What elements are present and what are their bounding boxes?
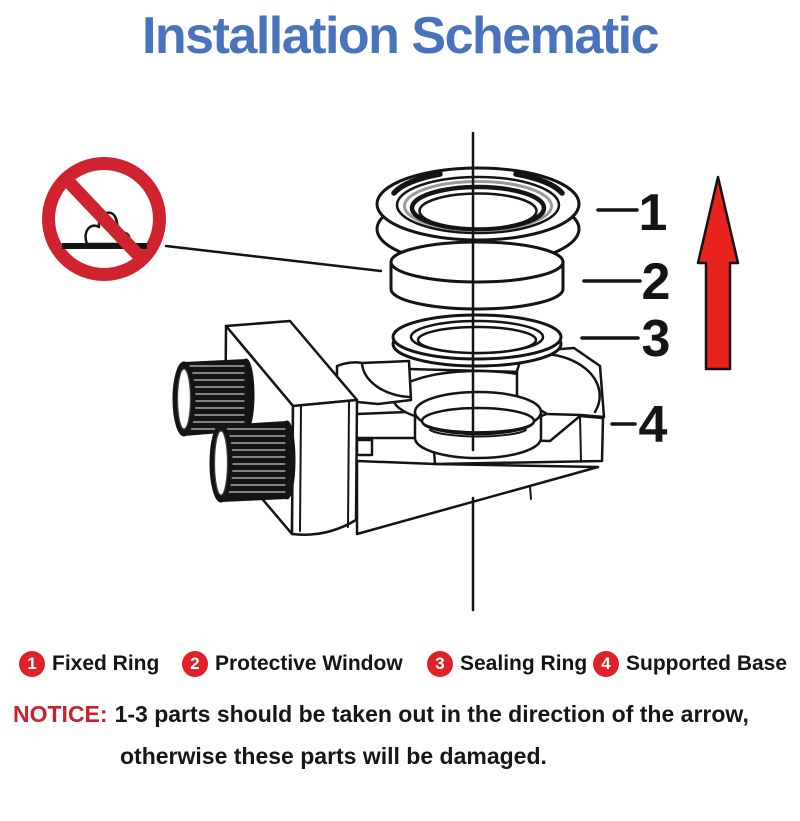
notice-block: NOTICE:1-3 parts should be taken out in … [13, 701, 793, 770]
adjustment-knob-top [172, 358, 255, 437]
notice-line-2: otherwise these parts will be damaged. [120, 743, 547, 770]
callout-number-3: 3 [642, 310, 671, 368]
legend-item-protective-window: 2 Protective Window [182, 651, 403, 677]
parts-legend: 1 Fixed Ring 2 Protective Window 3 Seali… [0, 651, 800, 681]
adjustment-knob-bottom [209, 420, 296, 503]
legend-item-sealing-ring: 3 Sealing Ring [427, 651, 587, 677]
legend-badge-4: 4 [593, 651, 619, 677]
legend-label-1: Fixed Ring [52, 652, 160, 675]
legend-label-4: Supported Base [626, 652, 788, 675]
legend-label-2: Protective Window [215, 652, 403, 675]
legend-item-supported-base: 4 Supported Base [593, 651, 787, 677]
notice-label: NOTICE: [13, 701, 108, 727]
legend-badge-2: 2 [182, 651, 208, 677]
page-title: Installation Schematic [141, 7, 660, 65]
notice-line-1: NOTICE:1-3 parts should be taken out in … [13, 701, 793, 727]
legend-badge-3: 3 [427, 651, 453, 677]
notice-text-1: 1-3 parts should be taken out in the dir… [114, 701, 749, 727]
callout-number-1: 1 [639, 184, 668, 242]
legend-badge-1: 1 [19, 651, 45, 677]
callout-number-2: 2 [642, 253, 671, 311]
callout-number-4: 4 [639, 396, 668, 454]
legend-item-fixed-ring: 1 Fixed Ring [19, 651, 159, 677]
callout-numbers: 1 2 3 4 [639, 184, 671, 454]
schematic-diagram: 1 2 3 4 [42, 131, 740, 612]
no-touch-icon [42, 157, 166, 281]
fixed-ring-drawing [375, 166, 581, 267]
prohibition-leader-line [164, 244, 383, 273]
legend-label-3: Sealing Ring [460, 652, 588, 675]
callout-leaders [580, 208, 642, 426]
up-arrow-icon [696, 175, 740, 371]
supported-base-drawing [172, 319, 606, 536]
sealing-ring-drawing [391, 313, 563, 368]
protective-window-drawing [389, 240, 565, 311]
